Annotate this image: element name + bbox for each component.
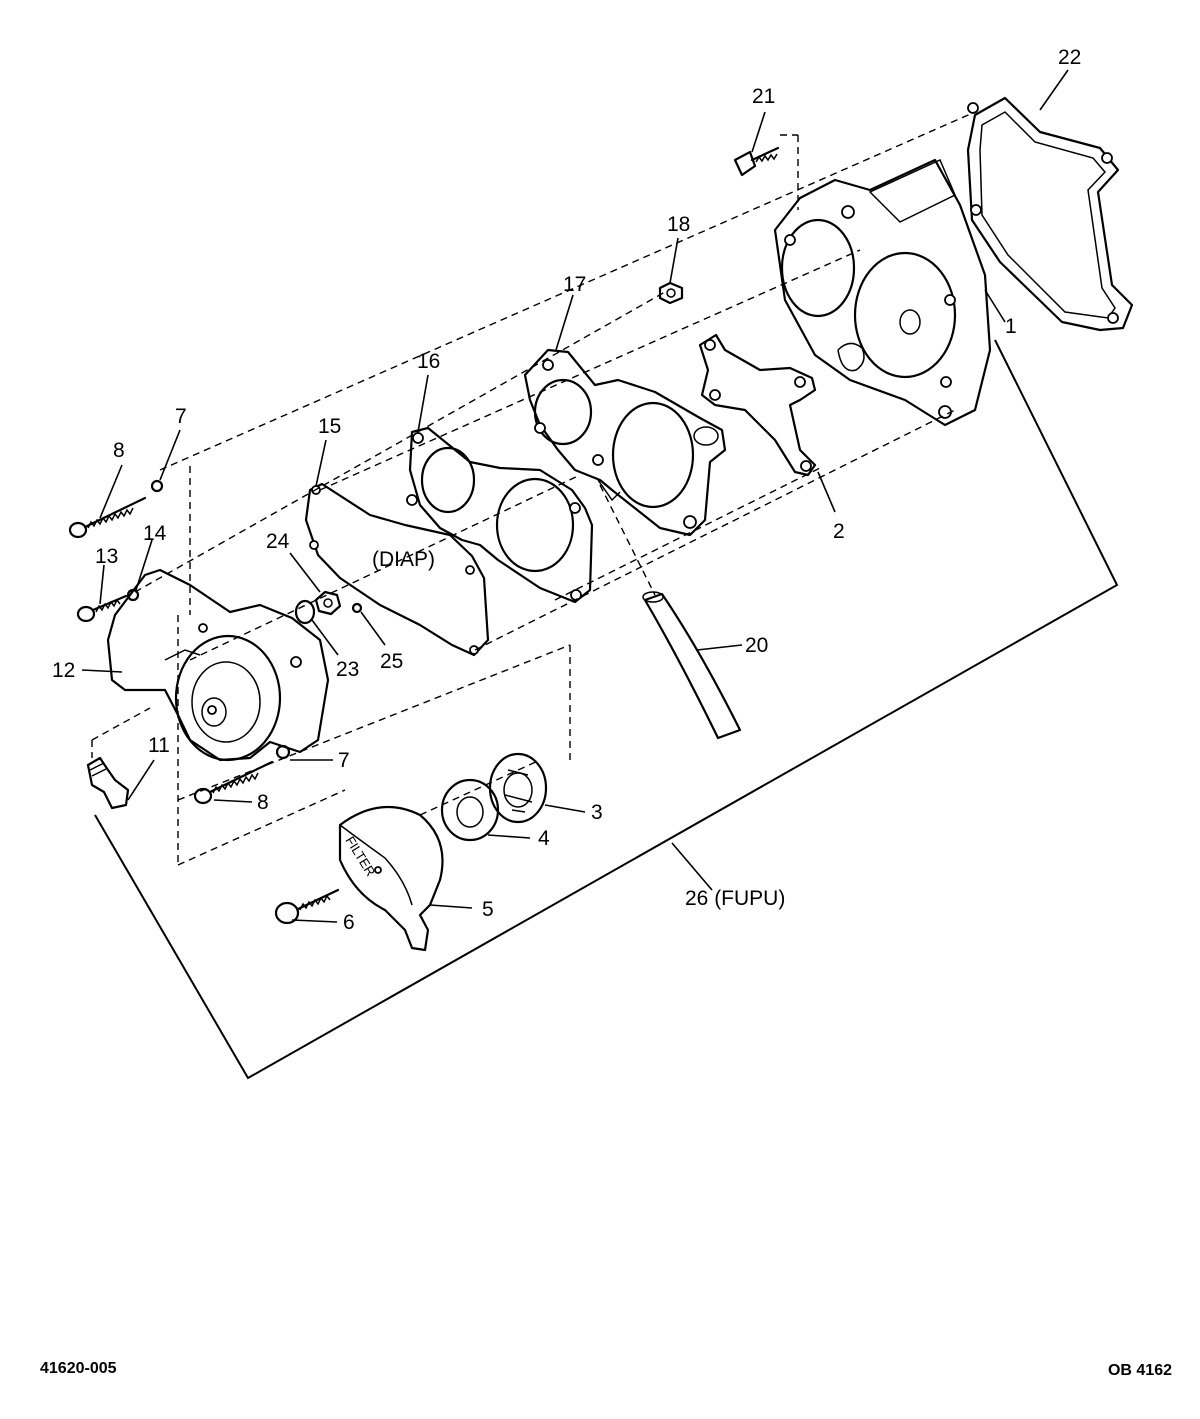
callout-13: 13 — [95, 545, 118, 568]
part-6-screw — [274, 888, 340, 925]
callout-leader-1 — [984, 289, 1006, 323]
callout-leader-12 — [81, 669, 123, 673]
part-22-gasket — [966, 96, 1134, 332]
callout-leader-21 — [751, 111, 766, 153]
part-1-pump-body — [773, 158, 992, 427]
callout-8-lower: 8 — [257, 791, 269, 814]
part-24-nut — [314, 590, 342, 616]
callout-20: 20 — [745, 634, 768, 657]
callout-4: 4 — [538, 827, 550, 850]
callout-leader-4 — [487, 834, 531, 839]
part-12-housing — [106, 568, 330, 762]
part-11-fitting — [86, 756, 130, 810]
part-18-nut — [658, 281, 684, 305]
callout-leader-22 — [1039, 69, 1069, 111]
callout-7-upper: 7 — [175, 405, 187, 428]
callout-leader-25 — [360, 611, 386, 646]
callout-leader-18 — [669, 237, 679, 284]
part-15-diaphragm: (DIAP) — [304, 482, 490, 657]
callout-14: 14 — [143, 522, 167, 545]
callout-21: 21 — [752, 85, 775, 108]
part-13-screw — [76, 594, 128, 623]
callout-leader-11 — [127, 759, 155, 801]
callout-leader-3 — [544, 804, 586, 813]
part-17-cover — [523, 348, 727, 537]
part-25-screw — [351, 602, 363, 614]
callout-17: 17 — [563, 273, 586, 296]
callout-leader-24 — [289, 552, 321, 593]
callout-7-lower: 7 — [338, 749, 350, 772]
callout-leader-8b — [213, 799, 253, 803]
part-4-gasket-ring — [440, 778, 500, 842]
callout-25: 25 — [380, 650, 403, 673]
part-5-filter-bowl: FILTER — [338, 805, 444, 952]
callout-leader-23 — [311, 619, 339, 656]
callout-labels: 22 21 18 17 1 16 15 7 8 2 14 24 13 20 23… — [52, 46, 1081, 934]
callout-leader-14 — [135, 539, 153, 591]
callout-leader-5 — [429, 904, 473, 909]
callout-leader-15 — [315, 439, 327, 487]
part-14-washer — [126, 588, 140, 602]
callout-leader-26 — [671, 842, 713, 891]
callout-8-upper: 8 — [113, 439, 125, 462]
callout-6: 6 — [343, 911, 355, 934]
callout-15: 15 — [318, 415, 341, 438]
sheet-code: OB 4162 — [1107, 1362, 1172, 1379]
diaphragm-label: (DIAP) — [372, 548, 435, 571]
callout-1: 1 — [1005, 315, 1017, 338]
part-21-bolt — [733, 146, 780, 177]
callout-11: 11 — [148, 734, 170, 757]
assembly-bracket — [94, 339, 1119, 1080]
callout-18: 18 — [667, 213, 690, 236]
callout-leader-20 — [696, 644, 743, 651]
part-7-washer-upper — [150, 479, 164, 493]
callout-leader-6 — [291, 919, 338, 923]
callout-2: 2 — [833, 520, 845, 543]
part-8-screw-upper — [68, 496, 147, 539]
callout-12: 12 — [52, 659, 75, 682]
callout-23: 23 — [336, 658, 359, 681]
callout-leader-16 — [417, 374, 429, 433]
callout-3: 3 — [591, 801, 603, 824]
part-16-gasket — [406, 426, 594, 604]
callout-leader-2 — [817, 471, 836, 513]
filter-text: FILTER — [342, 834, 378, 879]
assembly-dashed-lines — [91, 111, 976, 866]
part-7-washer-lower — [275, 744, 291, 760]
callout-16: 16 — [417, 350, 440, 373]
callout-5: 5 — [482, 898, 494, 921]
callout-leader-13 — [99, 564, 105, 605]
callout-24: 24 — [266, 530, 290, 553]
part-23-ring — [294, 599, 316, 625]
part-20-hose — [642, 591, 742, 740]
document-number: 41620-005 — [40, 1360, 117, 1377]
callout-22: 22 — [1058, 46, 1081, 69]
part-2-plate — [698, 333, 817, 477]
callout-leader-7a — [159, 429, 181, 481]
callout-leader-17 — [555, 294, 574, 351]
callout-26: 26 (FUPU) — [685, 887, 785, 910]
callout-leader-8a — [99, 464, 123, 519]
